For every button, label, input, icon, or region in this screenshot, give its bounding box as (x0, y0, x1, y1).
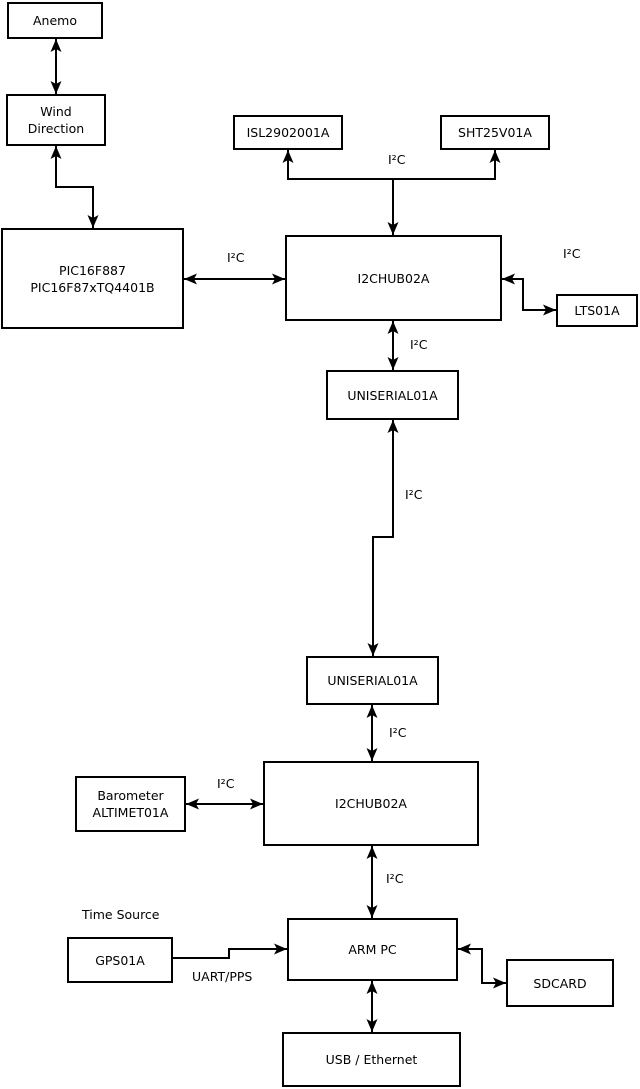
edge-uniserial1-uniserial2 (367, 420, 399, 656)
uniserial-top-label: UNISERIAL01A (347, 387, 438, 403)
pic-microcontroller-box: PIC16F887 PIC16F87xTQ4401B (1, 228, 184, 329)
edge-winddirection-pic (50, 146, 99, 228)
anemo-box: Anemo (7, 2, 103, 39)
usb-ethernet-label: USB / Ethernet (325, 1052, 418, 1067)
i2c-hub-top-box: I2CHUB02A (285, 235, 502, 321)
sdcard-label: SDCARD (533, 975, 587, 991)
i2c-label-sensor-bus: I²C (388, 152, 406, 167)
sht-humidity-sensor-box: SHT25V01A (440, 115, 550, 150)
uart-pps-label: UART/PPS (192, 969, 253, 984)
edge-i2chub-lts (502, 273, 556, 316)
gps-label: GPS01A (95, 952, 145, 968)
uniserial-bottom-box: UNISERIAL01A (306, 656, 439, 705)
arm-pc-label: ARM PC (348, 942, 397, 957)
barometer-label-line2: ALTIMET01A (92, 805, 169, 820)
i2c-hub-top-label: I2CHUB02A (357, 270, 430, 286)
i2c-label-hub-uniserial: I²C (410, 337, 428, 352)
isl-label: ISL2902001A (246, 125, 330, 140)
time-source-label: Time Source (82, 907, 160, 922)
edge-armpc-sdcard (458, 943, 506, 989)
wind-direction-label-line1: Wind (40, 104, 72, 119)
edge-sensor-bus (282, 150, 501, 180)
i2c-label-hub-lts: I²C (563, 246, 581, 261)
anemo-label: Anemo (33, 13, 77, 28)
arm-pc-box: ARM PC (287, 918, 458, 981)
i2c-hub-bottom-box: I2CHUB02A (263, 761, 479, 846)
isl-light-sensor-box: ISL2902001A (233, 115, 343, 150)
edge-gps-armpc (173, 943, 287, 959)
i2c-label-hub2-armpc: I²C (386, 871, 404, 886)
lts-label: LTS01A (574, 303, 620, 318)
wind-direction-label-line2: Direction (27, 121, 85, 136)
i2c-label-pic-hub: I²C (227, 250, 245, 265)
uniserial-top-box: UNISERIAL01A (326, 370, 459, 420)
i2c-hub-bottom-label: I2CHUB02A (335, 796, 407, 811)
wind-direction-box: Wind Direction (6, 94, 106, 146)
lts-sensor-box: LTS01A (556, 294, 638, 327)
pic-label-line2: PIC16F87xTQ4401B (30, 279, 155, 295)
i2c-label-uniserial-hub2: I²C (389, 725, 407, 740)
gps-box: GPS01A (67, 937, 173, 983)
i2c-label-barometer-hub2: I²C (217, 776, 235, 791)
uniserial-bottom-label: UNISERIAL01A (327, 673, 418, 688)
sht-label: SHT25V01A (458, 125, 532, 140)
i2c-label-uniserial-link: I²C (405, 487, 423, 502)
barometer-label-line1: Barometer (97, 788, 164, 803)
pic-label-line1: PIC16F887 (59, 262, 126, 278)
barometer-box: Barometer ALTIMET01A (75, 776, 186, 832)
sdcard-box: SDCARD (506, 959, 614, 1007)
usb-ethernet-box: USB / Ethernet (282, 1032, 461, 1087)
